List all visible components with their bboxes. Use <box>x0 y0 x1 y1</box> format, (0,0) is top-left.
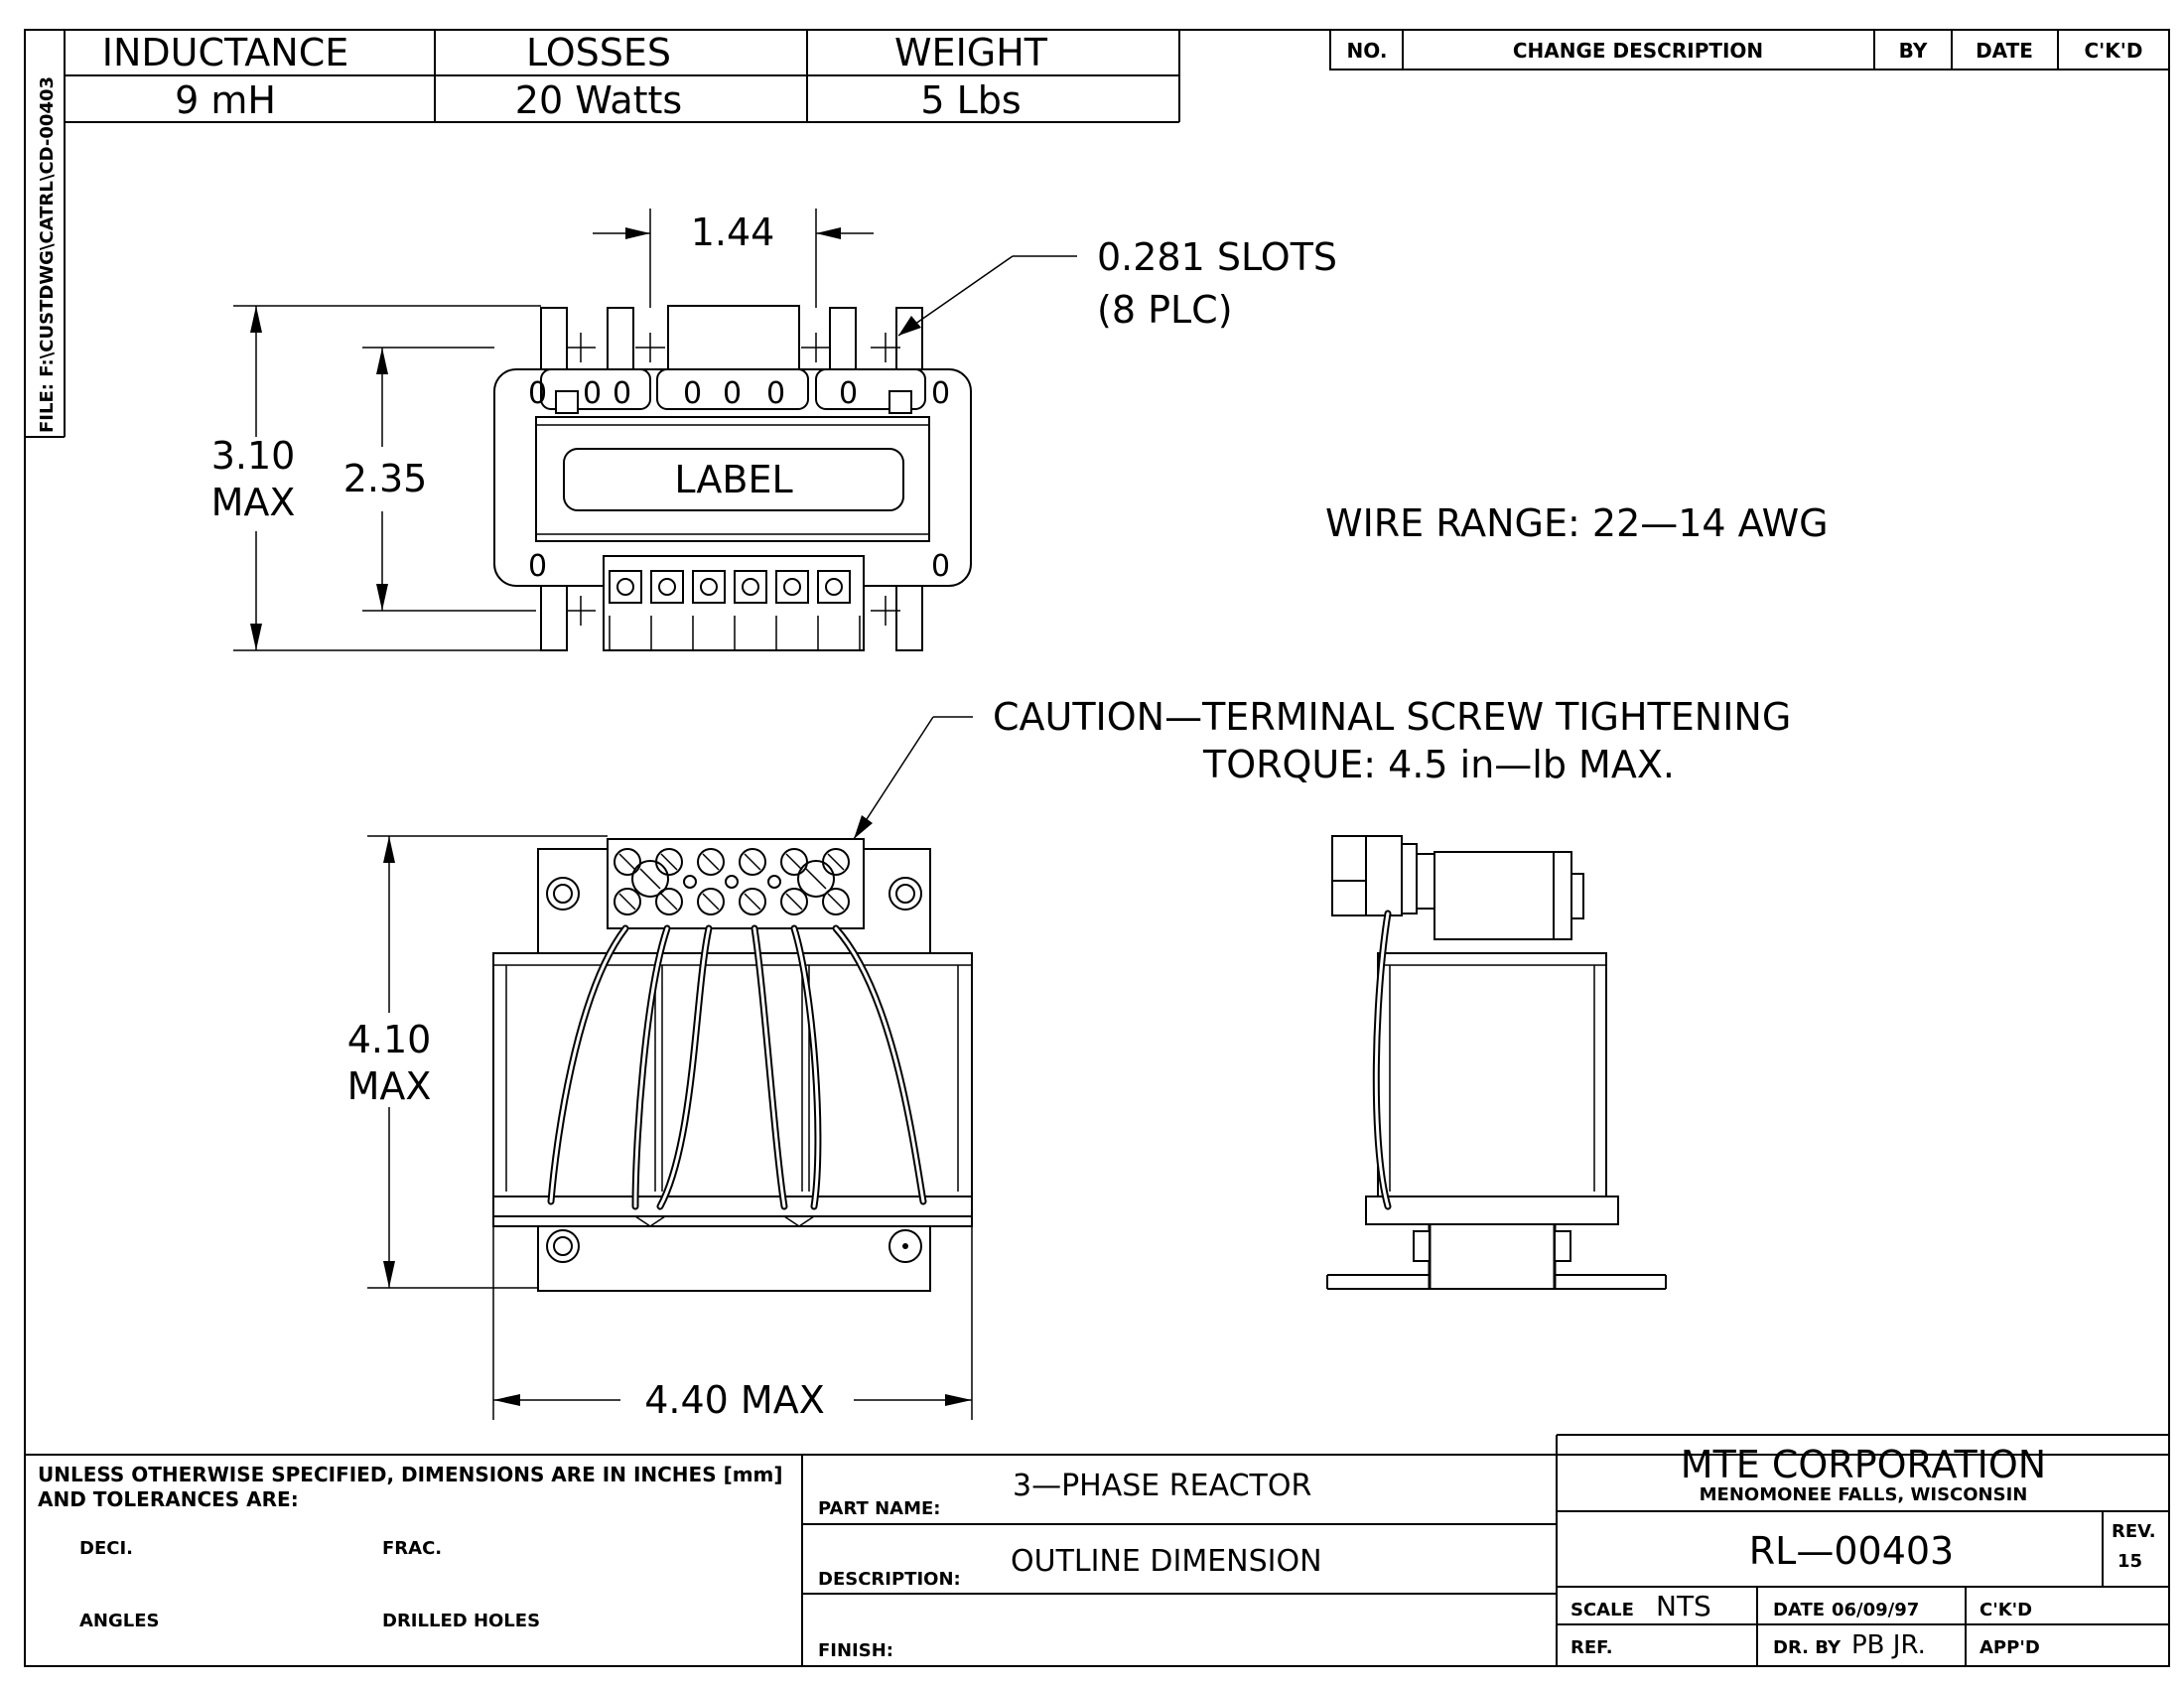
dim-mount-height: 2.35 <box>343 457 428 500</box>
sheet-border <box>24 29 2170 1667</box>
caution-line-2: TORQUE: 4.5 in—lb MAX. <box>1202 743 1675 786</box>
caution-line-1: CAUTION—TERMINAL SCREW TIGHTENING <box>993 695 1791 739</box>
description-label: DESCRIPTION: <box>818 1569 961 1590</box>
dim-width-max: 4.40 MAX <box>644 1378 825 1422</box>
revision-block: NO. CHANGE DESCRIPTION BY DATE C'K'D <box>1329 29 2170 70</box>
rev-value: 15 <box>2117 1551 2142 1572</box>
svg-text:0: 0 <box>528 549 547 584</box>
rev-header-date: DATE <box>1976 39 2033 63</box>
svg-text:0: 0 <box>723 376 742 411</box>
frac-label: FRAC. <box>382 1538 442 1559</box>
title-block: UNLESS OTHERWISE SPECIFIED, DIMENSIONS A… <box>25 1434 2169 1666</box>
rev-header-no: NO. <box>1347 39 1388 63</box>
part-name-label: PART NAME: <box>818 1498 940 1519</box>
svg-text:0: 0 <box>931 549 950 584</box>
tolerance-note-line-2: AND TOLERANCES ARE: <box>38 1487 299 1511</box>
date-value: 06/09/97 <box>1832 1600 1919 1620</box>
ckd-label: C'K'D <box>1979 1600 2032 1620</box>
drawing-number: RL—00403 <box>1749 1529 1954 1573</box>
file-path-strip: FILE: F:\CUSTDWG\CATRL\CD-00403 <box>25 30 66 438</box>
company-name: MTE CORPORATION <box>1681 1443 2046 1486</box>
svg-text:0: 0 <box>766 376 785 411</box>
rev-label: REV. <box>2112 1521 2156 1542</box>
svg-text:0: 0 <box>839 376 858 411</box>
front-view <box>492 838 973 1292</box>
svg-text:0: 0 <box>931 376 950 411</box>
angles-label: ANGLES <box>79 1611 160 1631</box>
scale-label: SCALE <box>1570 1600 1634 1620</box>
company-location: MENOMONEE FALLS, WISCONSIN <box>1700 1484 2028 1505</box>
front-view-dimensions: 4.10 MAX 4.40 MAX <box>347 835 973 1422</box>
dim-top-width: 1.44 <box>691 211 775 254</box>
finish-label: FINISH: <box>818 1640 893 1661</box>
file-path: FILE: F:\CUSTDWG\CATRL\CD-00403 <box>37 76 58 433</box>
top-view-dimensions: 1.44 0.281 SLOTS (8 PLC) 3.10 MAX 2.35 <box>211 209 1337 651</box>
svg-text:0: 0 <box>613 376 631 411</box>
svg-text:0: 0 <box>528 376 547 411</box>
rev-header-by: BY <box>1899 39 1928 63</box>
dim-height-max-value: 3.10 <box>211 434 296 478</box>
drilled-holes-label: DRILLED HOLES <box>382 1611 540 1631</box>
description-value: OUTLINE DIMENSION <box>1011 1544 1322 1579</box>
spec-header-losses: LOSSES <box>526 31 671 74</box>
tolerance-note-line-1: UNLESS OTHERWISE SPECIFIED, DIMENSIONS A… <box>38 1463 783 1486</box>
svg-text:0: 0 <box>683 376 702 411</box>
side-view <box>1326 835 1667 1290</box>
spec-table: INDUCTANCE LOSSES WEIGHT 9 mH 20 Watts 5… <box>64 30 1180 123</box>
dim-slots-size: 0.281 SLOTS <box>1097 235 1337 279</box>
dim-front-height-suffix: MAX <box>347 1064 432 1108</box>
top-view: 0 0 0 0 0 0 0 0 LABEL 0 0 <box>493 305 972 651</box>
label-plate-text: LABEL <box>674 458 792 501</box>
appd-label: APP'D <box>1979 1637 2040 1658</box>
spec-header-weight: WEIGHT <box>894 31 1048 74</box>
dim-front-height-value: 4.10 <box>347 1018 432 1061</box>
svg-text:0: 0 <box>583 376 602 411</box>
spec-value-losses: 20 Watts <box>515 78 682 122</box>
spec-header-inductance: INDUCTANCE <box>102 31 348 74</box>
deci-label: DECI. <box>79 1538 133 1559</box>
date-label: DATE <box>1773 1600 1825 1620</box>
spec-value-inductance: 9 mH <box>175 78 276 122</box>
drawn-by-label: DR. BY <box>1773 1637 1842 1658</box>
rev-header-ckd: C'K'D <box>2084 39 2142 63</box>
ref-label: REF. <box>1570 1637 1613 1658</box>
drawn-by-value: PB JR. <box>1851 1630 1926 1660</box>
rev-header-change-description: CHANGE DESCRIPTION <box>1513 39 1763 63</box>
wire-range-note: WIRE RANGE: 22—14 AWG <box>1325 501 1829 545</box>
part-name-value: 3—PHASE REACTOR <box>1013 1469 1311 1503</box>
caution-note: CAUTION—TERMINAL SCREW TIGHTENING TORQUE… <box>853 695 1791 840</box>
dim-height-max-suffix: MAX <box>211 481 296 524</box>
scale-value: NTS <box>1656 1590 1711 1622</box>
spec-value-weight: 5 Lbs <box>920 78 1021 122</box>
dim-slots-count: (8 PLC) <box>1097 288 1233 332</box>
